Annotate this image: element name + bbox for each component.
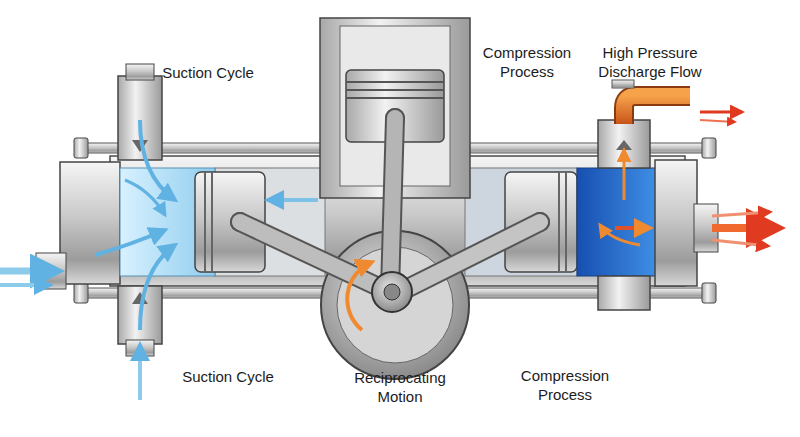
connecting-rod — [372, 272, 412, 312]
piston — [204, 172, 206, 272]
discharge-pipe — [612, 80, 634, 88]
discharge-flow-arrow — [712, 240, 768, 246]
tie-rod — [702, 283, 716, 303]
discharge-flow-arrow — [615, 226, 650, 230]
compression-chamber — [577, 168, 657, 276]
connecting-rod — [240, 222, 385, 290]
suction-head — [126, 64, 154, 80]
vertical-cylinder — [346, 97, 444, 99]
discharge-head — [598, 276, 650, 310]
discharge-pipe — [612, 80, 690, 124]
part-label: Reciprocating Motion — [343, 368, 458, 406]
discharge-flow-arrow — [600, 112, 778, 246]
part-label: Compression Process — [472, 43, 582, 81]
tie-rod — [702, 138, 716, 158]
discharge-flow-arrow — [700, 111, 742, 114]
discharge-flow-arrow — [623, 150, 626, 200]
tie-rod — [74, 283, 88, 303]
part-label: High Pressure Discharge Flow — [588, 43, 713, 81]
suction-head — [60, 162, 120, 284]
suction-flow-arrow — [125, 180, 165, 215]
discharge-pipe — [624, 96, 690, 124]
rotation-arrow — [347, 262, 372, 330]
discharge-flow-arrow — [712, 212, 770, 216]
vertical-cylinder — [346, 81, 444, 83]
connecting-rod — [400, 222, 540, 292]
piston — [558, 172, 560, 272]
connecting-rod — [400, 222, 540, 292]
suction-flow-arrow — [0, 268, 58, 275]
suction-flow-arrow — [0, 283, 50, 287]
connecting-rod — [384, 284, 400, 300]
tie-rod — [74, 138, 88, 158]
suction-flow-arrow — [0, 120, 175, 400]
part-label: Compression Process — [510, 366, 620, 404]
piston — [211, 172, 213, 272]
discharge-flow-arrow — [600, 225, 640, 245]
motion-arrow — [268, 200, 318, 201]
connecting-rod — [390, 118, 395, 290]
suction-head — [118, 76, 162, 160]
compression-chamber — [577, 168, 657, 276]
motion-arrow — [268, 198, 318, 202]
discharge-flow-arrow — [700, 120, 735, 122]
suction-flow-arrow — [95, 230, 165, 255]
part-label: Suction Cycle — [138, 63, 278, 82]
connecting-rod — [240, 118, 540, 312]
part-label: Suction Cycle — [158, 367, 298, 386]
suction-flow-arrow — [140, 120, 175, 200]
suction-flow-arrow — [140, 245, 175, 330]
discharge-head — [598, 120, 718, 310]
rotation-arrow — [347, 262, 372, 330]
discharge-head — [616, 140, 632, 150]
vertical-cylinder — [346, 89, 444, 91]
discharge-pipe — [624, 96, 690, 124]
connecting-rod — [390, 118, 395, 290]
connecting-rod — [240, 222, 385, 290]
piston — [565, 172, 567, 272]
discharge-flow-arrow — [712, 224, 778, 232]
discharge-head — [655, 160, 697, 286]
suction-flow-arrow — [138, 345, 142, 400]
